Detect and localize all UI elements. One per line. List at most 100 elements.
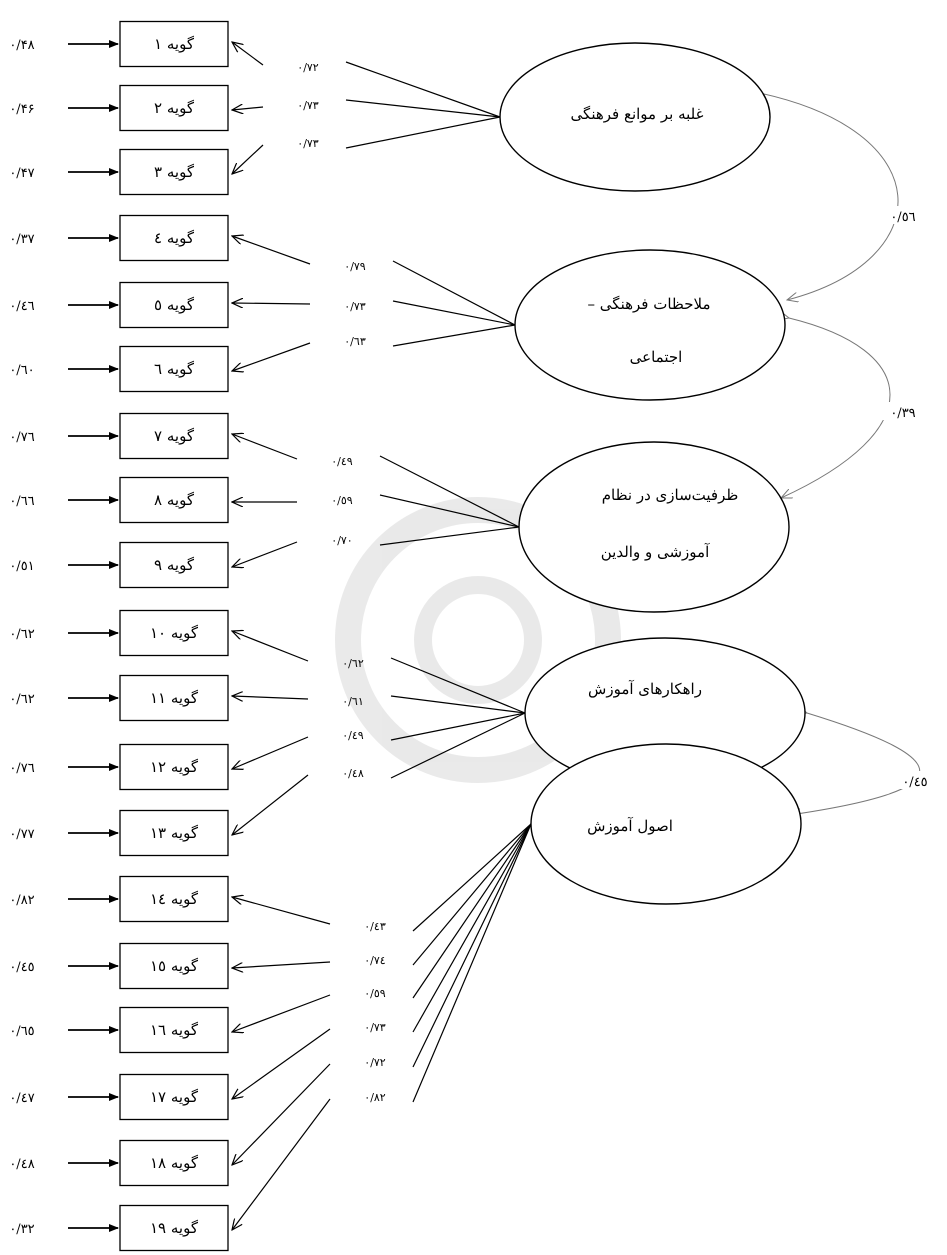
loading-path-segment [412, 823, 532, 932]
error-variance-label: ۰/۴۶ [9, 102, 34, 117]
item-label: گویه ۱٦ [150, 1021, 199, 1039]
loading-arrow [232, 631, 309, 662]
item-node: گویه ٤۰/۳۷ [9, 214, 229, 262]
loading-arrow [232, 961, 331, 968]
watermark-logo [335, 497, 621, 783]
item-label: گویه ۱۷ [150, 1088, 199, 1106]
item-box [119, 214, 229, 262]
correlation-curve [790, 713, 921, 815]
factor-label: ملاحظات فرهنگی – [588, 295, 711, 313]
error-variance-label: ۰/٦٠ [9, 363, 34, 378]
error-variance-label: ۰/٤۸ [9, 1157, 34, 1172]
loading-arrow [232, 42, 264, 66]
loading-label: ۰/٥٩ [364, 987, 386, 1000]
item-node: گویه ٦۰/٦٠ [9, 345, 229, 393]
error-variance-label: ۰/٤٦ [9, 299, 34, 314]
loading-label: ۰/٥٩ [331, 494, 353, 507]
loading-label: ۰/۷۳ [297, 137, 319, 150]
loading-path-segment [379, 494, 520, 528]
loading-arrow [232, 1063, 331, 1165]
item-label: گویه ۹ [154, 556, 195, 574]
loading-arrow [232, 774, 309, 835]
loading-arrow [232, 736, 309, 769]
loading-arrow [232, 107, 264, 110]
loading-label: ۰/۷۳ [297, 99, 319, 112]
error-variance-label: ۰/۴۷ [9, 166, 34, 181]
loading-label: ۰/٦۳ [344, 335, 366, 348]
loading-path-segment [392, 260, 516, 326]
factor-ellipse [518, 441, 790, 613]
factor-ellipse [514, 249, 786, 401]
error-variance-label: ۰/٤۷ [9, 1091, 34, 1106]
loading-path-segment [379, 455, 520, 528]
loading-label: ۰/۷۲ [364, 1056, 386, 1069]
loading-label: ۰/٤۳ [364, 920, 386, 933]
correlation-label: ۰/٥٦ [890, 210, 915, 225]
item-box [119, 1006, 229, 1054]
item-node: گویه ۱٥ ۰/٤٥ [9, 942, 229, 990]
loading-arrow [232, 303, 311, 304]
loading-label: ۰/۸۲ [364, 1091, 386, 1104]
error-variance-label: ۰/٦٥ [9, 1024, 34, 1039]
error-variance-label: ۰/٦٦ [9, 494, 34, 509]
loading-path-segment [345, 61, 501, 118]
error-variance-label: ۰/٤٥ [9, 960, 34, 975]
error-variance-label: ۰/۷٦ [9, 761, 34, 776]
loading-arrow [232, 994, 331, 1032]
item-label: گویه ۲ [154, 99, 195, 117]
item-label: گویه ۱۹ [150, 1219, 199, 1237]
error-variance-label: ۰/۳۲ [9, 1222, 34, 1237]
item-box [119, 809, 229, 857]
loading-arrow [232, 434, 298, 460]
loading-path-segment [412, 823, 532, 966]
loading-label: ۰/۷۲ [297, 61, 319, 74]
item-box [119, 875, 229, 923]
item-node: گویه ۱۱۰/٦۲ [9, 674, 229, 722]
loading-path-segment [345, 99, 501, 118]
loading-path-segment [412, 823, 532, 1033]
item-label: گویه ٤ [154, 229, 195, 247]
loading-path-segment [392, 324, 516, 347]
item-node: گویه ۱۲ ۰/۷٦ [9, 743, 229, 791]
loading-label: ۰/٤٩ [331, 455, 353, 468]
loading-label: ۰/٤٩ [342, 729, 364, 742]
item-label: گویه ٥ [154, 296, 195, 314]
item-node: گویه ۱۸۰/٤۸ [9, 1139, 229, 1187]
loading-path-segment [345, 116, 501, 149]
item-box [119, 1139, 229, 1187]
item-box [119, 1204, 229, 1252]
item-label: گویه ۱۰ [150, 624, 199, 642]
item-label: گویه ۳ [154, 163, 195, 181]
loading-label: ۰/۷۳ [364, 1021, 386, 1034]
correlation-label-bg [879, 402, 927, 420]
error-variance-label: ۰/۴۸ [9, 38, 34, 53]
item-node: گویه ۹۰/٥١ [9, 541, 229, 589]
factor-label: غلبه بر موانع فرهنگی [571, 105, 704, 123]
factor-ellipse [499, 42, 771, 192]
item-box [119, 942, 229, 990]
correlation-label-bg [879, 206, 927, 224]
correlation-curve [755, 92, 899, 300]
item-box [119, 148, 229, 196]
item-box [119, 541, 229, 589]
item-node: گویه ۱۰/۴۸ [9, 20, 229, 68]
item-box [119, 281, 229, 329]
item-label: گویه ۱۲ [150, 758, 199, 776]
latent-factor: غلبه بر موانع فرهنگی ۰/۷۲ ۰/۷۳ ۰/۷۳ [297, 42, 771, 192]
loading-arrow [232, 696, 309, 699]
item-label: گویه ۱۳ [150, 824, 199, 842]
item-node: گویه ١٤۰/۸۲ [9, 875, 229, 923]
loading-label: ۰/٤۸ [342, 767, 364, 780]
item-box [119, 743, 229, 791]
loading-label: ۰/۷٤ [364, 954, 386, 967]
factor-label: آموزشی و والدین [601, 543, 710, 561]
item-box [119, 20, 229, 68]
item-node: گویه ۲ ۰/۴۶ [9, 84, 229, 132]
item-label: گویه ١٤ [150, 890, 199, 908]
item-label: گویه ۱۱ [150, 689, 199, 707]
factor-label: اجتماعی [630, 348, 683, 366]
item-label: گویه ۱٥ [150, 957, 199, 975]
